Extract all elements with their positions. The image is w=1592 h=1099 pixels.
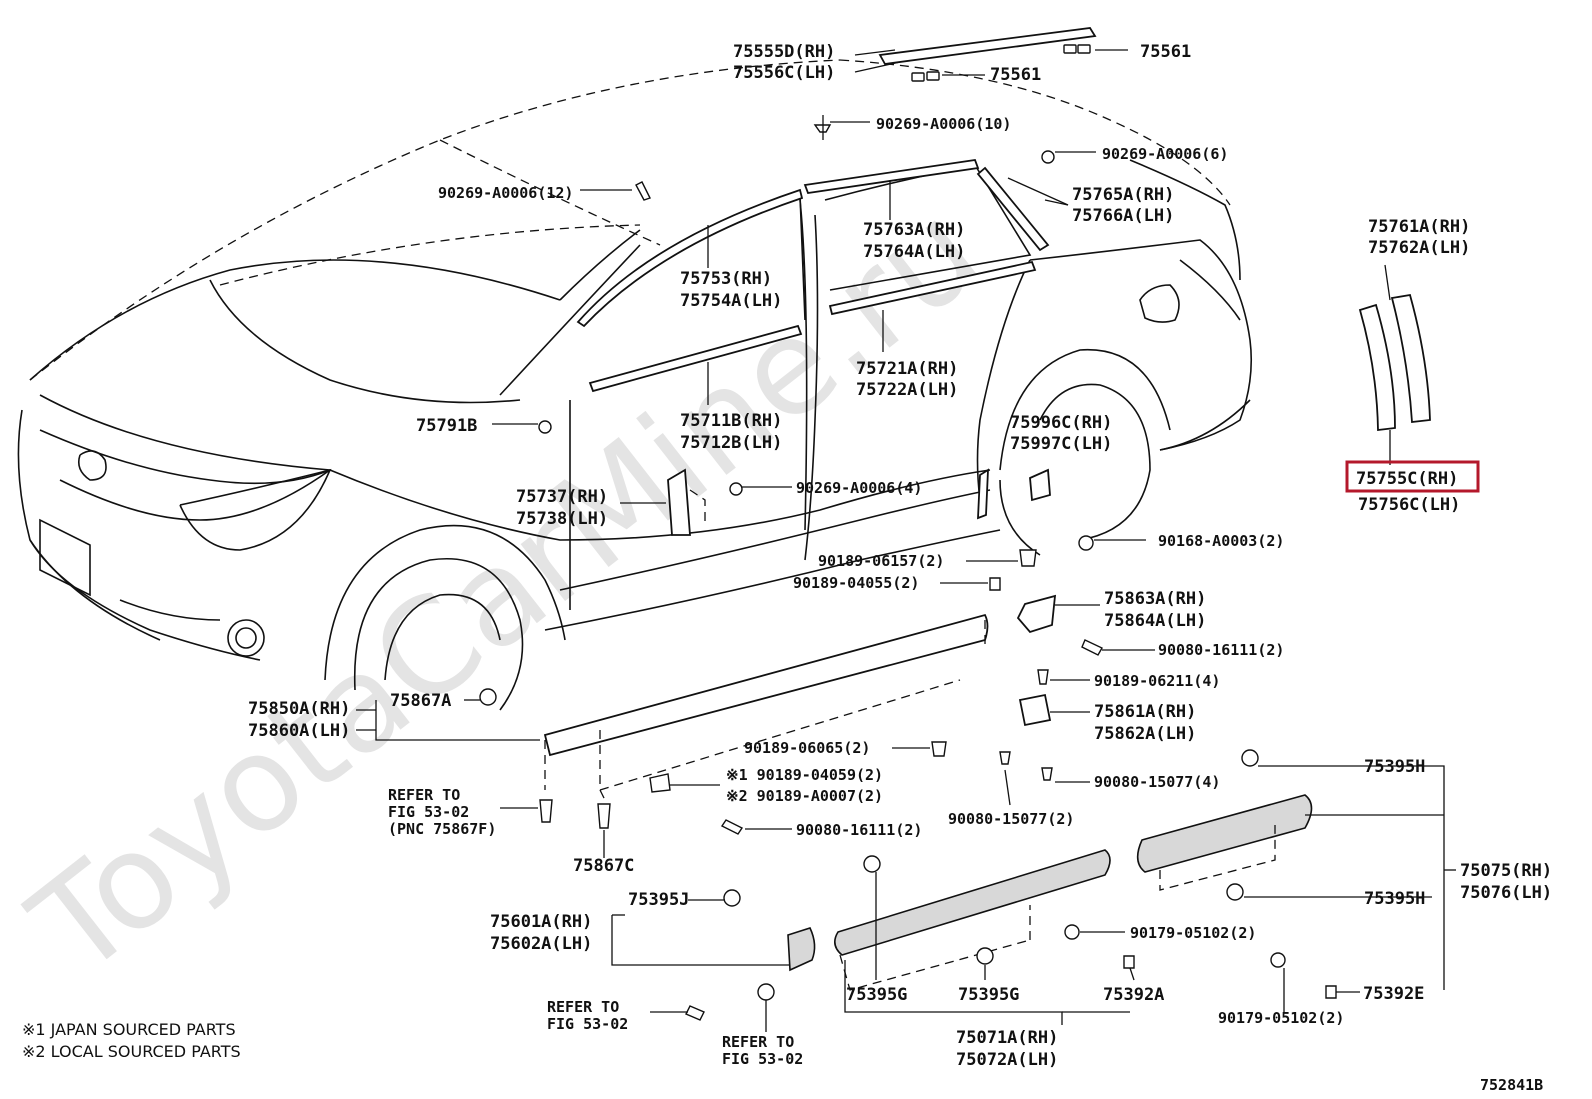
label-refer3-line1: REFER TO — [722, 1033, 794, 1051]
label-75753: 75753(RH) — [680, 269, 772, 289]
label-75395j: 75395J — [628, 890, 689, 910]
label-90269-a0006-12: 90269-A0006(12) — [438, 184, 573, 202]
label-90189-06065: 90189-06065(2) — [744, 739, 870, 757]
label-75722a: 75722A(LH) — [856, 380, 958, 400]
fasteners — [479, 115, 1337, 1021]
label-75850a: 75850A(RH) — [248, 699, 350, 719]
molding-75753 — [576, 188, 804, 328]
clip-75561-a — [1063, 44, 1091, 54]
rocker-molding-75850a — [543, 613, 989, 801]
label-90080-15077-2: 90080-15077(2) — [948, 810, 1074, 828]
label-refer1-line3: (PNC 75867F) — [388, 820, 496, 838]
label-75392e: 75392E — [1363, 984, 1424, 1004]
label-75867c: 75867C — [573, 856, 634, 876]
label-75711b: 75711B(RH) — [680, 411, 782, 431]
label-90168-a0003: 90168-A0003(2) — [1158, 532, 1284, 550]
molding-75555d-roof — [878, 27, 1097, 65]
label-75863a: 75863A(RH) — [1104, 589, 1206, 609]
label-75076: 75076(LH) — [1460, 883, 1552, 903]
molding-75763a — [803, 159, 980, 194]
molding-75721a — [828, 260, 1037, 316]
label-75867a: 75867A — [390, 691, 451, 711]
label-75721a: 75721A(RH) — [856, 359, 958, 379]
label-75762a: 75762A(LH) — [1368, 238, 1470, 258]
label-75754a: 75754A(LH) — [680, 291, 782, 311]
molding-75711b — [588, 324, 803, 393]
molding-75996c — [977, 468, 1051, 520]
label-90269-a0006-4: 90269-A0006(4) — [796, 479, 922, 497]
label-75737: 75737(RH) — [516, 487, 608, 507]
front-mud-guard-75601a — [787, 927, 816, 972]
note-japan-sourced: ※1 JAPAN SOURCED PARTS — [22, 1020, 236, 1039]
label-75561-a: 75561 — [1140, 42, 1191, 62]
label-90189-04059: ※1 90189-04059(2) — [726, 766, 883, 784]
garnish-75761a — [1390, 293, 1431, 423]
highlight-box — [1345, 460, 1480, 493]
label-refer2-line2: FIG 53-02 — [547, 1015, 628, 1033]
label-75861a: 75861A(RH) — [1094, 702, 1196, 722]
label-75712b: 75712B(LH) — [680, 433, 782, 453]
label-75864a: 75864A(LH) — [1104, 611, 1206, 631]
label-75860a: 75860A(LH) — [248, 721, 350, 741]
label-75395h-bottom: 75395H — [1364, 889, 1425, 909]
door-molding-75075 — [1136, 794, 1313, 891]
door-molding-75071a — [834, 849, 1111, 991]
label-90080-16111-b: 90080-16111(2) — [796, 821, 922, 839]
label-90269-a0006-10: 90269-A0006(10) — [876, 115, 1011, 133]
garnish-75755c — [1358, 303, 1396, 432]
label-75766a: 75766A(LH) — [1072, 206, 1174, 226]
label-75997c: 75997C(LH) — [1010, 434, 1112, 454]
label-75996c: 75996C(RH) — [1010, 413, 1112, 433]
label-75555d: 75555D(RH) — [733, 42, 835, 62]
label-75764a: 75764A(LH) — [863, 242, 965, 262]
leader-lines — [356, 49, 1456, 1032]
label-refer1-line2: FIG 53-02 — [388, 803, 469, 821]
figure-id: 752841B — [1480, 1076, 1543, 1094]
garnish-75737 — [667, 468, 706, 536]
label-90179-05102-b: 90179-05102(2) — [1218, 1009, 1344, 1027]
label-90269-a0006-6: 90269-A0006(6) — [1102, 145, 1228, 163]
label-75072a: 75072A(LH) — [956, 1050, 1058, 1070]
label-75763a: 75763A(RH) — [863, 220, 965, 240]
label-75071a: 75071A(RH) — [956, 1028, 1058, 1048]
label-75756c: 75756C(LH) — [1358, 495, 1460, 515]
label-90189-04055: 90189-04055(2) — [793, 574, 919, 592]
label-75395g-left: 75395G — [846, 985, 907, 1005]
part-labels: 75555D(RH) 75556C(LH) 75561 75561 90269-… — [248, 42, 1552, 1070]
label-90189-06157: 90189-06157(2) — [818, 552, 944, 570]
label-75862a: 75862A(LH) — [1094, 724, 1196, 744]
molding-75765a — [976, 166, 1050, 252]
label-75791b: 75791B — [416, 416, 477, 436]
label-75561-b: 75561 — [990, 65, 1041, 85]
label-75392a: 75392A — [1103, 985, 1164, 1005]
label-75761a: 75761A(RH) — [1368, 217, 1470, 237]
label-75755c-highlighted[interactable]: 75755C(RH) — [1356, 469, 1458, 489]
label-90179-05102-a: 90179-05102(2) — [1130, 924, 1256, 942]
label-90189-06211: 90189-06211(4) — [1094, 672, 1220, 690]
label-75765a: 75765A(RH) — [1072, 185, 1174, 205]
note-local-sourced: ※2 LOCAL SOURCED PARTS — [22, 1042, 241, 1061]
label-75738: 75738(LH) — [516, 509, 608, 529]
car-body-outline — [17, 59, 1253, 711]
label-75075: 75075(RH) — [1460, 861, 1552, 881]
label-75601a: 75601A(RH) — [490, 912, 592, 932]
label-90080-16111-a: 90080-16111(2) — [1158, 641, 1284, 659]
label-75395g-right: 75395G — [958, 985, 1019, 1005]
label-refer3-line2: FIG 53-02 — [722, 1050, 803, 1068]
label-refer1-line1: REFER TO — [388, 786, 460, 804]
label-75556c: 75556C(LH) — [733, 63, 835, 83]
label-refer2-line1: REFER TO — [547, 998, 619, 1016]
label-75395h-top: 75395H — [1364, 757, 1425, 777]
label-75602a: 75602A(LH) — [490, 934, 592, 954]
label-90189-a0007: ※2 90189-A0007(2) — [726, 787, 883, 805]
clip-75561-b — [911, 71, 940, 82]
label-90080-15077-4: 90080-15077(4) — [1094, 773, 1220, 791]
